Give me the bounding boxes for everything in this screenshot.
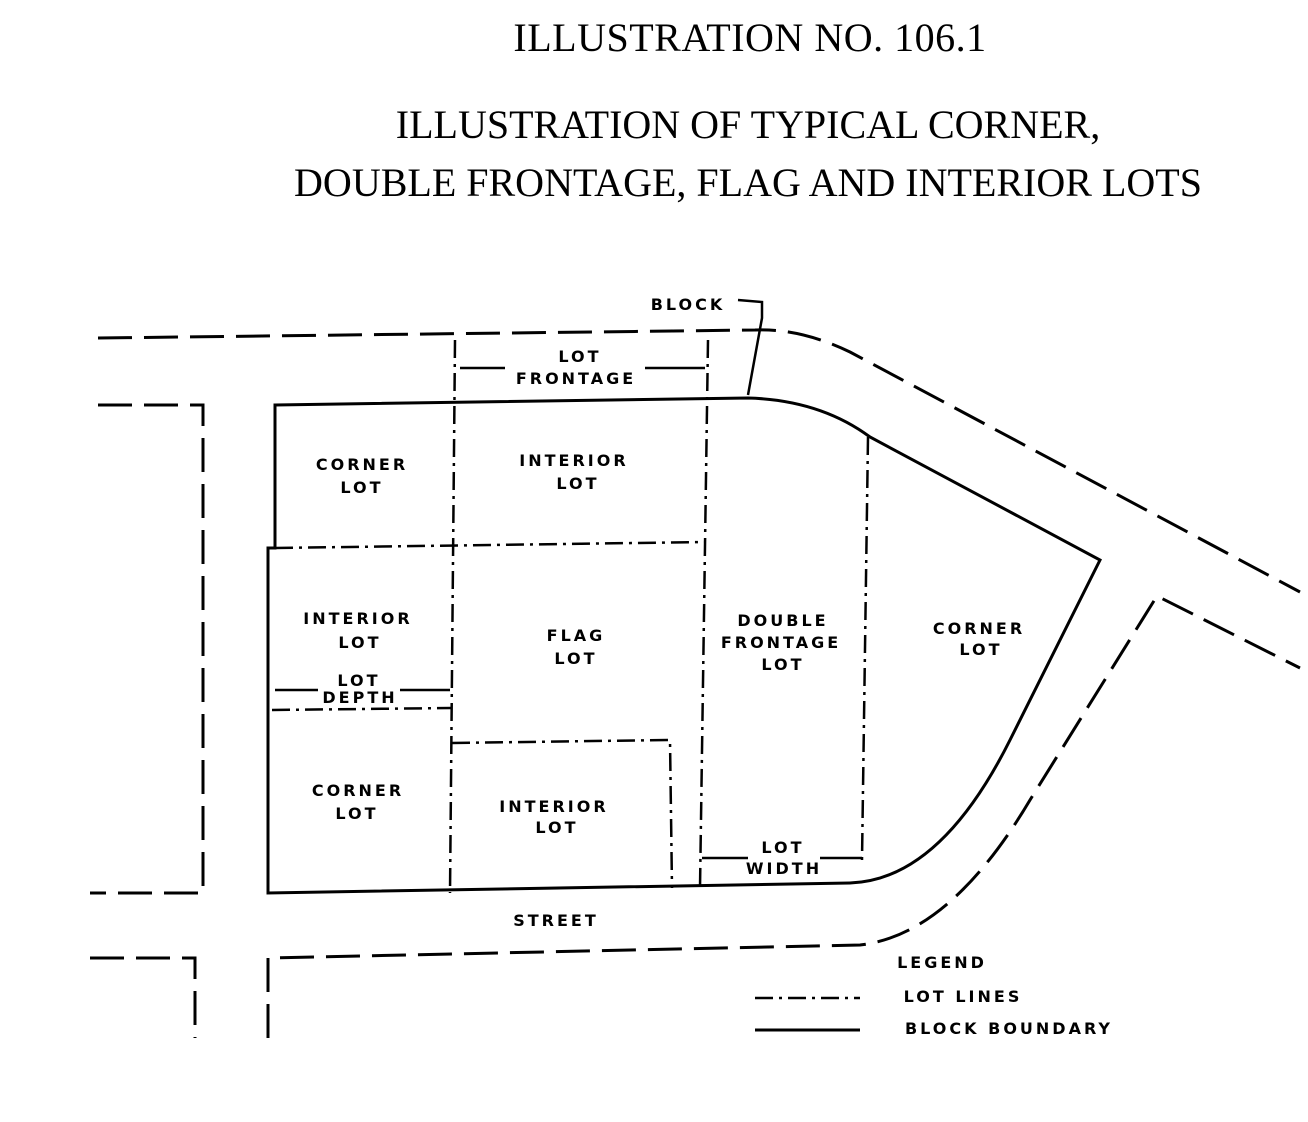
street-label: STREET xyxy=(513,911,599,930)
block-label: BLOCK xyxy=(651,295,726,314)
double-frontage-label-3: LOT xyxy=(761,655,804,674)
lot-line-h2 xyxy=(271,706,453,712)
lot-depth-label-1: LOT xyxy=(337,671,380,690)
interior-lot-bottom-label-1: INTERIOR xyxy=(499,797,608,816)
flag-lot-label-2: LOT xyxy=(554,649,597,668)
interior-lot-top-label-2: LOT xyxy=(556,474,599,493)
lot-frontage-label-2: FRONTAGE xyxy=(516,369,636,388)
lot-line-flag xyxy=(451,738,674,889)
lot-width-label-2: WIDTH xyxy=(746,859,822,878)
south-street-edge xyxy=(266,594,1301,1038)
block-pointer xyxy=(737,298,764,396)
illustration-number: ILLUSTRATION NO. 106.1 xyxy=(513,15,987,60)
interior-lot-top-label-1: INTERIOR xyxy=(519,451,628,470)
title-line-2: DOUBLE FRONTAGE, FLAG AND INTERIOR LOTS xyxy=(294,160,1202,205)
corner-lot-right-label-2: LOT xyxy=(959,640,1002,659)
lot-frontage-label-1: LOT xyxy=(558,347,601,366)
corner-lot-bl-label-2: LOT xyxy=(335,804,378,823)
corner-lot-right-label-1: CORNER xyxy=(933,619,1025,638)
interior-lot-left-label-2: LOT xyxy=(338,633,381,652)
corner-lot-bl-label-1: CORNER xyxy=(312,781,404,800)
double-frontage-label-1: DOUBLE xyxy=(737,611,828,630)
corner-lot-tl-label-1: CORNER xyxy=(316,455,408,474)
legend-block-boundary-label: BLOCK BOUNDARY xyxy=(905,1019,1113,1038)
lot-width-label-1: LOT xyxy=(761,838,804,857)
lot-line-v1 xyxy=(448,339,457,894)
flag-lot-label-1: FLAG xyxy=(547,626,606,645)
lot-line-v3 xyxy=(860,436,870,861)
southwest-street-edge xyxy=(90,956,197,1038)
interior-lot-bottom-label-2: LOT xyxy=(535,818,578,837)
lot-line-v2 xyxy=(698,339,710,889)
lot-line-h1 xyxy=(274,540,707,550)
interior-lot-left-label-1: INTERIOR xyxy=(303,609,412,628)
legend-lot-lines-label: LOT LINES xyxy=(904,987,1023,1006)
double-frontage-label-2: FRONTAGE xyxy=(721,633,841,652)
illustration-title: ILLUSTRATION OF TYPICAL CORNER, DOUBLE F… xyxy=(200,96,1296,212)
title-line-1: ILLUSTRATION OF TYPICAL CORNER, xyxy=(395,102,1101,147)
corner-lot-tl-label-2: LOT xyxy=(340,478,383,497)
north-street-edge xyxy=(97,328,1301,594)
west-street-edge xyxy=(90,403,205,895)
lot-depth-label-2: DEPTH xyxy=(322,688,397,707)
block-boundary xyxy=(266,396,1102,895)
legend-heading: LEGEND xyxy=(897,953,987,972)
